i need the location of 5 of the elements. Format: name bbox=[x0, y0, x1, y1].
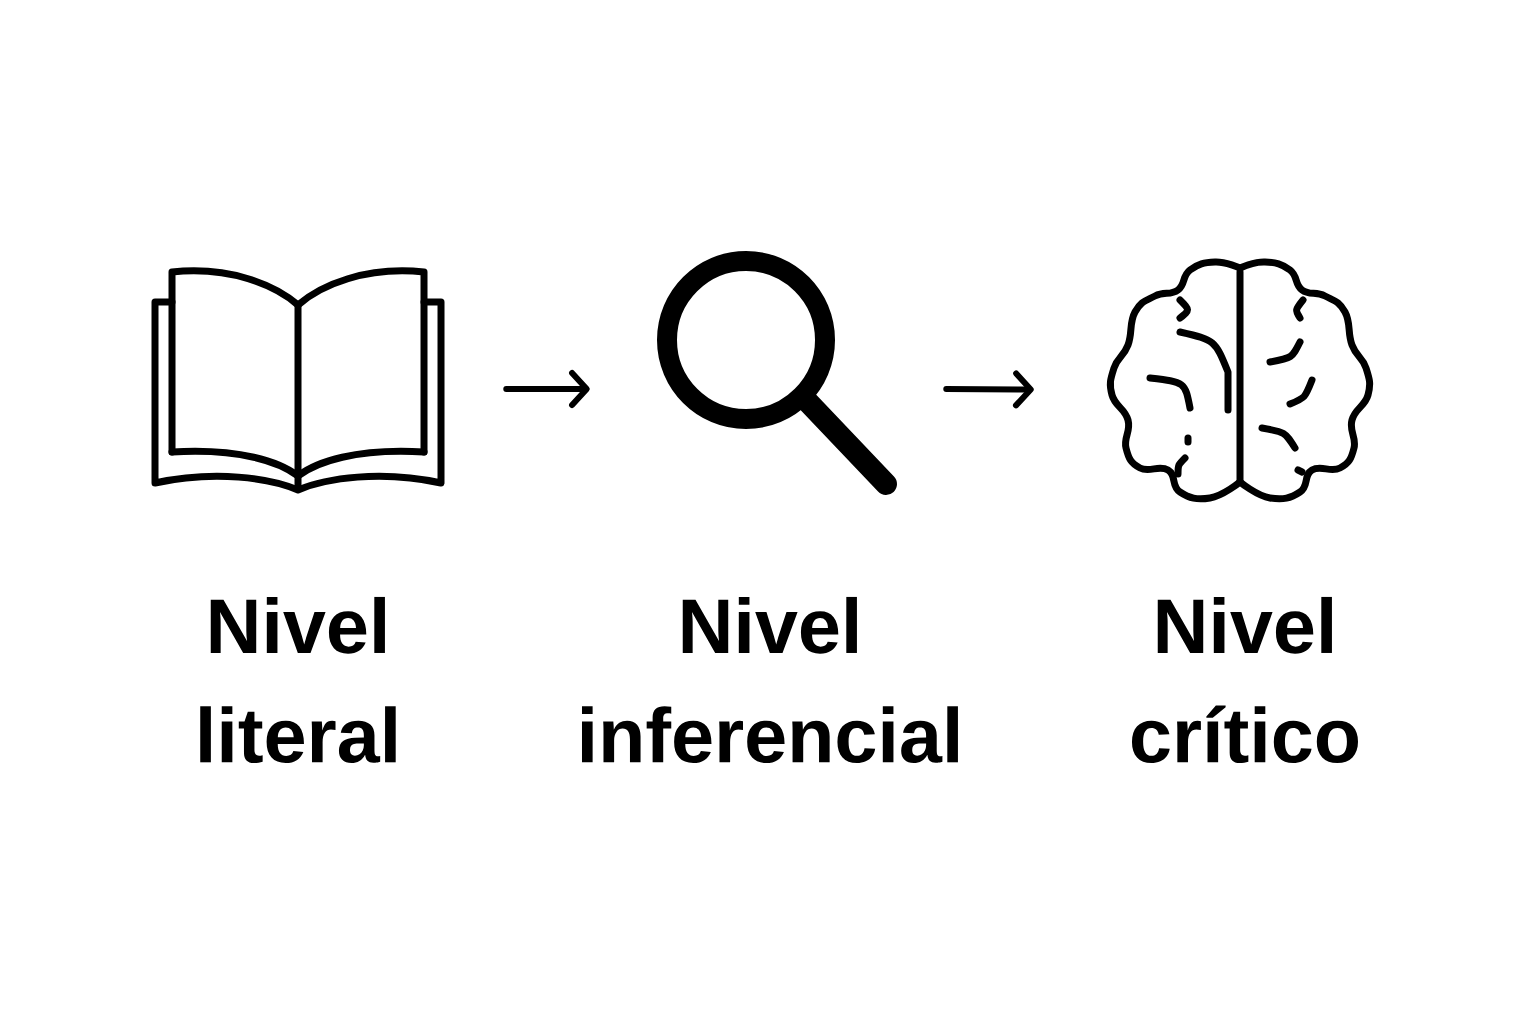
arrow bbox=[503, 370, 590, 408]
arrow bbox=[943, 370, 1034, 409]
level-label: Nivel literal bbox=[200, 596, 396, 764]
level-label: Nivel inferencial bbox=[582, 596, 958, 764]
level-label: Nivel crítico bbox=[1132, 596, 1358, 764]
